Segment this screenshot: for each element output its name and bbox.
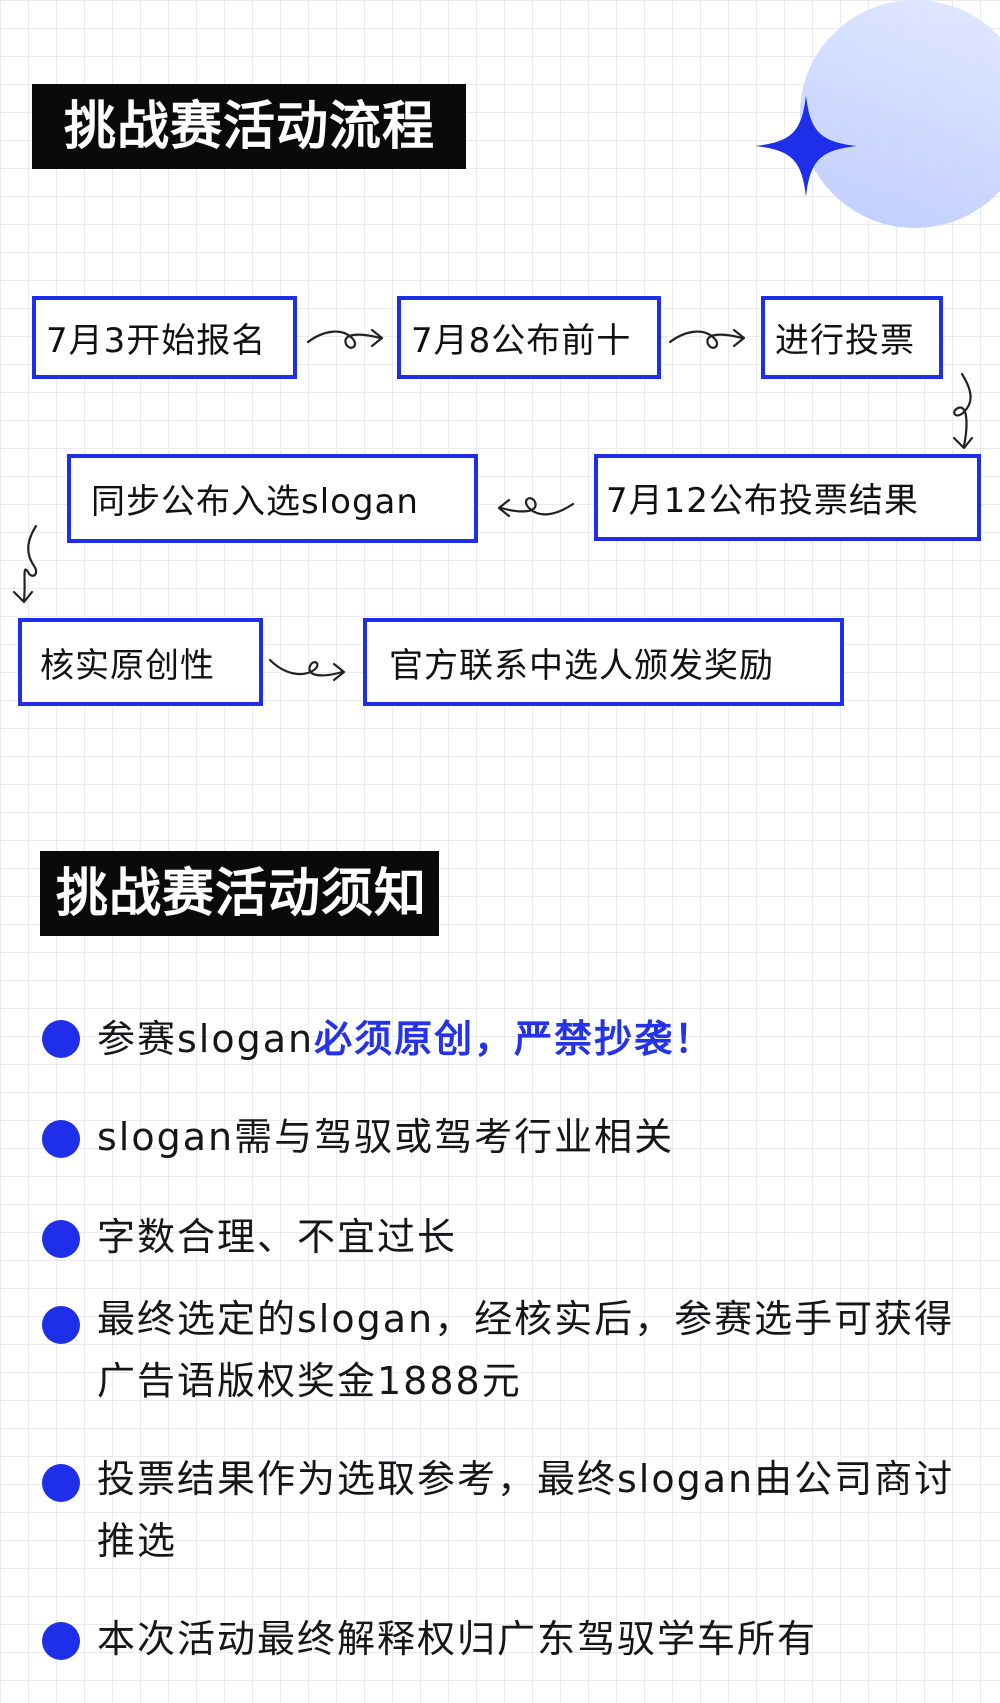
curly-arrow-icon [952,372,974,450]
notice-item: slogan需与驾驭或驾考行业相关 [97,1115,675,1159]
notice-item-emphasis: 必须原创，严禁抄袭！ [314,1017,715,1061]
step-award: 官方联系中选人颁发奖励 [363,618,844,706]
notice-item: 参赛slogan必须原创，严禁抄袭！ [97,1008,977,1070]
notice-item: 投票结果作为选取参考，最终slogan由公司商讨推选 [97,1457,955,1563]
decorative-circle [800,0,1000,228]
curly-arrow-icon [268,658,346,682]
step-vote-results: 7月12公布投票结果 [594,454,981,541]
step-announce-slogan: 同步公布入选slogan [67,454,478,543]
bullet-dot-icon [42,1220,80,1258]
step-top-ten: 7月8公布前十 [397,296,661,379]
process-title: 挑战赛活动流程 [32,84,466,169]
notice-item: 最终选定的slogan，经核实后，参赛选手可获得广告语版权奖金1888元 [97,1297,955,1403]
curly-arrow-icon [306,328,384,349]
step-voting: 进行投票 [761,296,943,379]
notice-item: 字数合理、不宜过长 [97,1215,458,1259]
bullet-dot-icon [42,1020,80,1058]
curly-arrow-icon [497,497,575,518]
bullet-dot-icon [42,1306,80,1344]
step-registration: 7月3开始报名 [32,296,297,379]
step-verify-originality: 核实原创性 [18,618,263,706]
sparkle-icon [755,95,857,197]
curly-arrow-icon [12,524,38,604]
curly-arrow-icon [668,328,746,349]
notice-item-text: 参赛slogan [97,1017,315,1061]
bullet-dot-icon [42,1464,80,1502]
bullet-dot-icon [42,1120,80,1158]
notice-item: 本次活动最终解释权归广东驾驭学车所有 [97,1617,818,1661]
bullet-dot-icon [42,1622,80,1660]
notice-title: 挑战赛活动须知 [40,851,439,936]
